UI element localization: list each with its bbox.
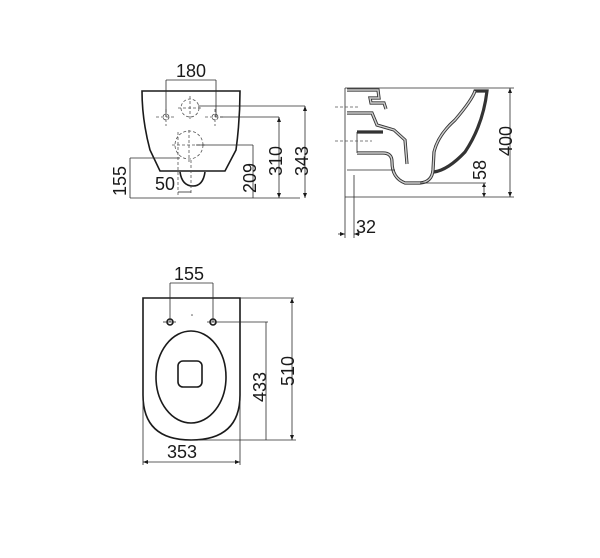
dim-510: 510	[240, 297, 298, 440]
front-view: 180 155 50 209 310	[110, 61, 312, 199]
top-view: 155 433 510 353	[142, 264, 298, 465]
svg-text:353: 353	[167, 442, 197, 462]
dim-209: 209	[196, 144, 260, 198]
front-outlet	[179, 171, 206, 187]
svg-text:209: 209	[240, 163, 260, 193]
svg-text:400: 400	[496, 126, 516, 156]
dim-353: 353	[142, 400, 241, 465]
dim-343: 343	[198, 105, 312, 198]
svg-text:433: 433	[250, 372, 270, 402]
svg-text:32: 32	[356, 217, 376, 237]
dim-155-front: 155	[110, 157, 300, 199]
dim-433: 433	[191, 322, 296, 441]
svg-text:343: 343	[292, 146, 312, 176]
svg-text:50: 50	[155, 174, 175, 194]
dim-180: 180	[165, 61, 217, 117]
side-bowl-shell	[347, 88, 489, 185]
svg-text:155: 155	[110, 166, 130, 196]
dim-155-top: 155	[169, 264, 214, 322]
dim-50: 50	[155, 174, 191, 194]
svg-text:180: 180	[176, 61, 206, 81]
dim-310: 310	[220, 116, 286, 198]
svg-text:155: 155	[174, 264, 204, 284]
dim-32: 32	[338, 217, 376, 237]
svg-text:310: 310	[266, 146, 286, 176]
side-view: 400 58 32	[335, 87, 516, 238]
svg-text:510: 510	[278, 356, 298, 386]
dim-400: 400	[345, 87, 516, 198]
dim-58: 58	[420, 160, 490, 197]
top-bowl-opening	[155, 330, 227, 424]
top-seat-fixings	[163, 314, 268, 326]
front-bowl-outline	[141, 90, 241, 172]
top-flush-outlet	[177, 360, 203, 388]
svg-text:58: 58	[470, 160, 490, 180]
